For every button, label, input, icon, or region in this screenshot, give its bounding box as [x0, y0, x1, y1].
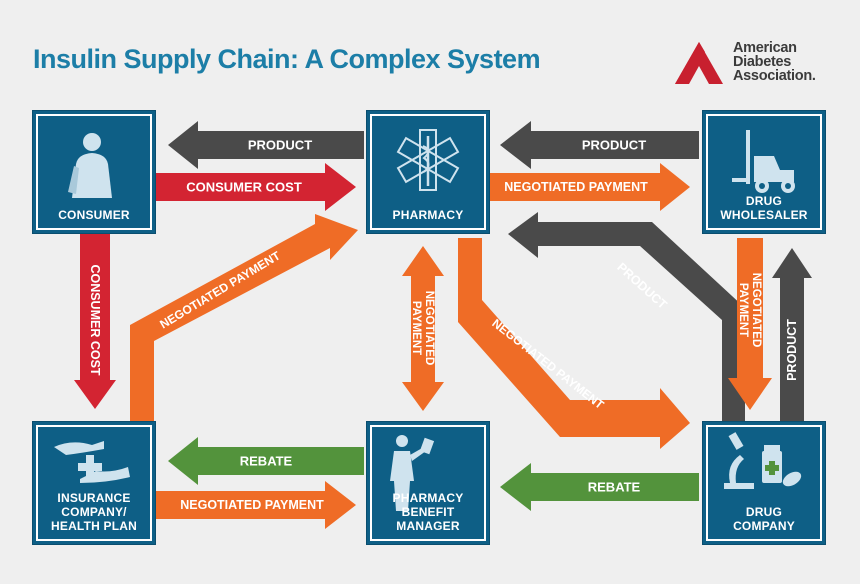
- insurance-to-pbm-arrow: NEGOTIATED PAYMENT: [156, 481, 356, 529]
- page-title: Insulin Supply Chain: A Complex System: [33, 44, 541, 74]
- node-pbm: PHARMACY BENEFIT MANAGER: [366, 421, 490, 545]
- flow-label: NEGOTIATED PAYMENT: [504, 180, 648, 194]
- drugco-to-wholesaler-arrow: PRODUCT: [772, 248, 812, 421]
- flow-label: PRODUCT: [248, 138, 312, 153]
- node-drug-company: DRUG COMPANY: [702, 421, 826, 545]
- consumer-to-pharmacy-arrow: CONSUMER COST: [156, 163, 356, 211]
- manager-icon: [390, 435, 435, 511]
- flow-label: PRODUCT: [614, 260, 670, 312]
- pbm-to-insurance-arrow: REBATE: [168, 437, 364, 485]
- node-insurance: INSURANCE COMPANY/ HEALTH PLAN: [32, 421, 156, 545]
- person-icon: [68, 133, 112, 198]
- drugco-to-pbm-arrow: REBATE: [500, 463, 699, 511]
- star-of-life-icon: [396, 129, 460, 191]
- pharmacy-to-drugco-arrow: NEGOTIATED PAYMENT: [458, 238, 690, 449]
- flow-label: PRODUCT: [582, 138, 646, 153]
- node-consumer: CONSUMER: [32, 110, 156, 234]
- microscope-pills-icon: [724, 432, 802, 489]
- consumer-to-insurance-arrow: CONSUMER COST: [74, 233, 116, 409]
- forklift-icon: [732, 130, 795, 193]
- wholesaler-to-pharmacy-arrow: PRODUCT: [500, 121, 699, 169]
- flow-label: REBATE: [588, 480, 641, 495]
- pharmacy-pbm-arrow: NEGOTIATEDPAYMENT: [402, 246, 444, 411]
- flow-label: NEGOTIATED PAYMENT: [180, 498, 324, 512]
- flow-label: CONSUMER COST: [88, 264, 102, 375]
- wholesaler-to-drugco-arrow: NEGOTIATEDPAYMENT: [728, 238, 772, 410]
- ada-logo-text: American Diabetes Association.: [733, 40, 816, 84]
- pharmacy-to-wholesaler-arrow: NEGOTIATED PAYMENT: [490, 163, 690, 211]
- health-plan-icon: [54, 441, 130, 483]
- node-wholesaler: DRUG WHOLESALER: [702, 110, 826, 234]
- ada-logo: [675, 42, 723, 84]
- flow-label: NEGOTIATEDPAYMENT: [410, 291, 435, 366]
- flow-label: NEGOTIATEDPAYMENT: [737, 273, 762, 348]
- node-pharmacy: PHARMACY: [366, 110, 490, 234]
- pharmacy-to-consumer-arrow: PRODUCT: [168, 121, 364, 169]
- flow-label: NEGOTIATED PAYMENT: [157, 248, 283, 331]
- insurance-to-pharmacy-arrow: NEGOTIATED PAYMENT: [130, 214, 358, 421]
- flow-label: PRODUCT: [785, 319, 799, 381]
- flow-label: CONSUMER COST: [186, 180, 302, 195]
- flow-label: REBATE: [240, 454, 293, 469]
